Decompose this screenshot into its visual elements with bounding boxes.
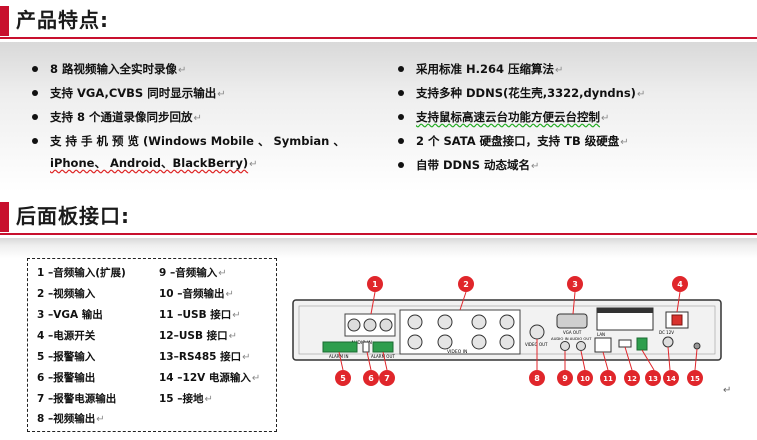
callout-13: 13 [645, 370, 661, 386]
svg-text:12: 12 [627, 375, 637, 383]
svg-text:1: 1 [372, 280, 378, 289]
section-title-features: 产品特点: [16, 8, 109, 32]
svg-text:13: 13 [648, 375, 658, 383]
callout-7: 7 [379, 370, 395, 386]
bnc-jack [471, 314, 487, 330]
label-lan: LAN [597, 332, 605, 337]
feature-item: 支持鼠标高速云台功能方便云台控制↵ [392, 106, 645, 130]
power-switch [671, 314, 683, 326]
callout-11: 11 [600, 370, 616, 386]
feature-item: 2 个 SATA 硬盘接口，支持 TB 级硬盘↵ [392, 130, 645, 154]
lan-port [594, 337, 612, 353]
section-header-features: 产品特点: [0, 0, 757, 42]
paragraph-mark: ↵ [723, 385, 732, 396]
callout-4: 4 [672, 276, 688, 292]
feature-item: 支持 VGA,CVBS 同时显示输出↵ [26, 82, 345, 106]
video-out-bnc [529, 324, 545, 340]
bnc-jack [407, 334, 423, 350]
svg-text:6: 6 [368, 374, 374, 383]
rca-jack [347, 318, 361, 332]
section-header-rear-panel: 后面板接口: [0, 196, 757, 238]
rear-panel-svg: AUDIO IN ALARM IN ALARM OUT VIDEO IN VID… [292, 276, 722, 386]
feature-item: 支持多种 DDNS(花生壳,3322,dyndns)↵ [392, 82, 645, 106]
section-title-rear-panel: 后面板接口: [16, 204, 130, 228]
audio-out-jack [576, 341, 586, 351]
callouts: 1 2 3 4 5 6 7 8 9 10 11 12 13 14 15 [335, 276, 703, 386]
label-alarm-out: ALARM OUT [371, 354, 395, 359]
label-vga-out: VGA OUT [563, 330, 582, 335]
svg-text:5: 5 [340, 374, 346, 383]
callout-1: 1 [367, 276, 383, 292]
label-audio-in-ext: AUDIO IN [351, 340, 372, 346]
callout-14: 14 [663, 370, 679, 386]
callout-9: 9 [557, 370, 573, 386]
legend-row: 1 –音频输入(扩展)9 –音频输入↵ [37, 267, 227, 279]
feature-item: 支 持 手 机 预 览 (Windows Mobile 、 Symbian 、 [26, 130, 345, 152]
rs485-terminal [636, 337, 648, 351]
feature-item-continued: iPhone、 Android、BlackBerry)↵ [50, 156, 258, 170]
bnc-jack [499, 334, 515, 350]
alarm-power-terminal [372, 341, 394, 353]
callout-10: 10 [577, 370, 593, 386]
feature-item: 支持 8 个通道录像同步回放↵ [26, 106, 345, 130]
features-left-column: 8 路视频输入全实时录像↵ 支持 VGA,CVBS 同时显示输出↵ 支持 8 个… [26, 58, 345, 176]
svg-text:7: 7 [384, 374, 390, 383]
features-right-column: 采用标准 H.264 压缩算法↵ 支持多种 DDNS(花生壳,3322,dynd… [392, 58, 645, 178]
rca-jack [363, 318, 377, 332]
svg-text:15: 15 [690, 375, 700, 383]
feature-item: 8 路视频输入全实时录像↵ [26, 58, 345, 82]
feature-item: 自带 DDNS 动态域名↵ [392, 154, 645, 178]
bnc-jack [471, 334, 487, 350]
callout-3: 3 [567, 276, 583, 292]
legend-row: 8 –视频输出↵ [37, 413, 105, 425]
section-accent-bar [0, 202, 9, 232]
bnc-jack [499, 314, 515, 330]
label-alarm-in: ALARM IN [329, 354, 348, 359]
label-dc: DC 12V [659, 330, 674, 335]
svg-text:9: 9 [562, 374, 568, 383]
bnc-jack [437, 314, 453, 330]
callout-5: 5 [335, 370, 351, 386]
ground-screw [693, 342, 701, 350]
rca-jack [379, 318, 393, 332]
svg-text:4: 4 [677, 280, 683, 289]
section-rule [0, 233, 757, 235]
callout-8: 8 [529, 370, 545, 386]
svg-text:2: 2 [463, 280, 469, 289]
svg-text:3: 3 [572, 280, 578, 289]
audio-in-jack [560, 341, 570, 351]
usb-port [618, 339, 632, 348]
rear-panel-band [0, 238, 757, 258]
dc-jack [662, 336, 674, 348]
callout-leaders [338, 291, 698, 371]
vga-port [556, 313, 588, 329]
bnc-jack [437, 334, 453, 350]
label-audio-in-out: AUDIO IN AUDIO OUT [551, 336, 592, 341]
section-rule [0, 37, 757, 39]
svg-text:8: 8 [534, 374, 540, 383]
alarm-out-terminal [362, 341, 370, 353]
features-band [0, 42, 757, 192]
svg-text:10: 10 [580, 375, 590, 383]
callout-2: 2 [458, 276, 474, 292]
rear-panel-diagram: AUDIO IN ALARM IN ALARM OUT VIDEO IN VID… [285, 270, 730, 390]
warning-label-header [597, 308, 653, 313]
callout-15: 15 [687, 370, 703, 386]
label-video-in: VIDEO IN [447, 349, 467, 355]
bnc-jack [407, 314, 423, 330]
svg-text:14: 14 [666, 375, 676, 383]
feature-item: 采用标准 H.264 压缩算法↵ [392, 58, 645, 82]
section-accent-bar [0, 6, 9, 36]
callout-12: 12 [624, 370, 640, 386]
callout-6: 6 [363, 370, 379, 386]
alarm-in-terminal [322, 341, 358, 353]
svg-text:11: 11 [603, 375, 613, 383]
